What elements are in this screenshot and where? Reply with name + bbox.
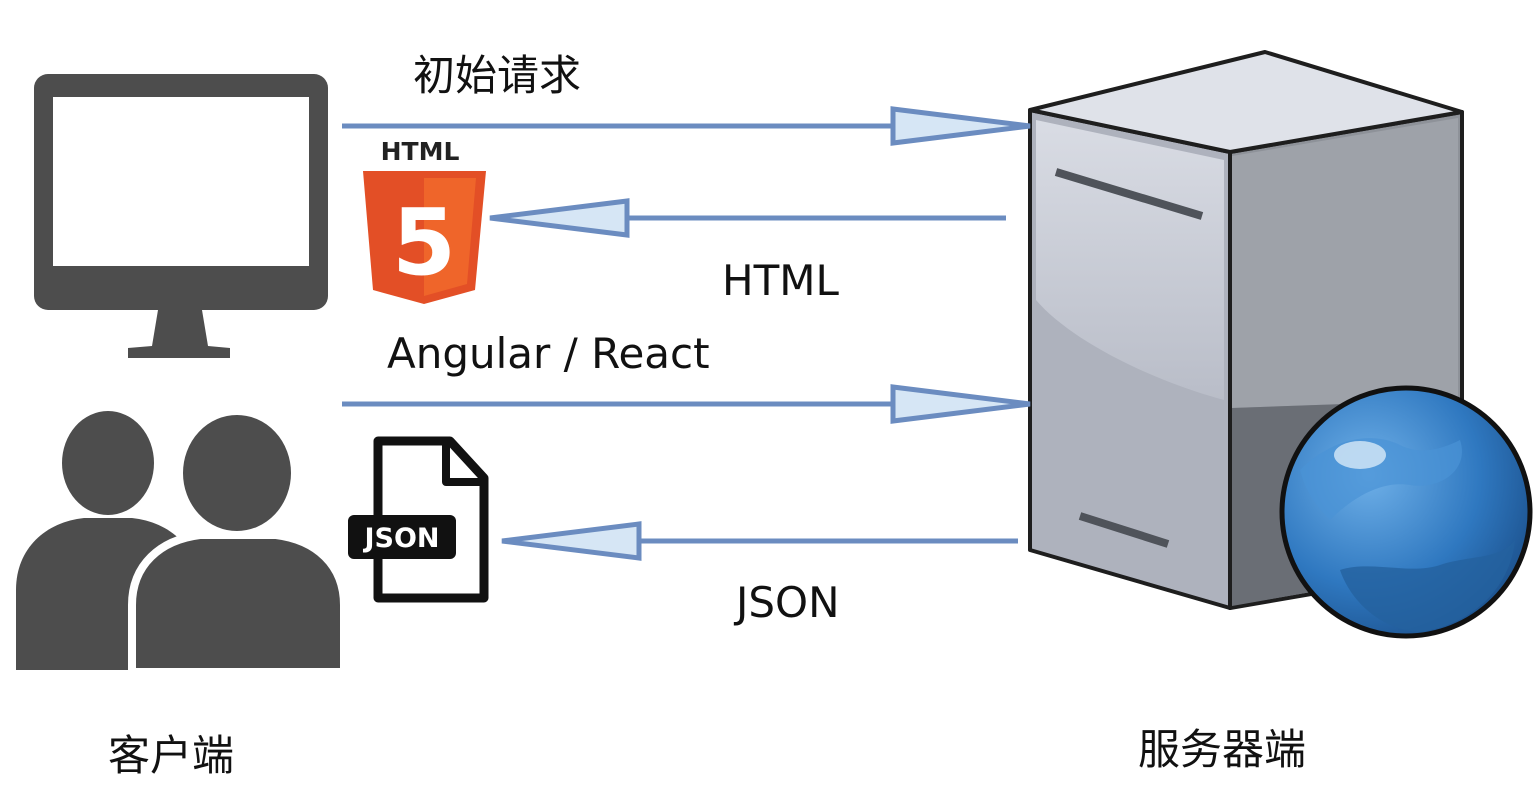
framework-label: Angular / React bbox=[387, 329, 710, 378]
api-request-arrow bbox=[342, 384, 1031, 424]
initial-request-label: 初始请求 bbox=[413, 51, 581, 100]
globe-icon bbox=[1279, 385, 1533, 639]
html-response-label: HTML bbox=[722, 256, 839, 305]
json-response-label: JSON bbox=[733, 578, 840, 627]
json-response-arrow bbox=[501, 521, 1018, 561]
request-arrow bbox=[342, 106, 1031, 146]
monitor-icon bbox=[34, 74, 328, 358]
html5-shield-digit: 5 bbox=[392, 189, 456, 296]
html5-icon: HTML 5 bbox=[363, 137, 486, 304]
json-file-icon: JSON bbox=[348, 436, 489, 603]
html-response-arrow bbox=[489, 198, 1006, 238]
client-label: 客户端 bbox=[108, 731, 234, 780]
server-label: 服务器端 bbox=[1138, 725, 1306, 774]
html5-badge-text: HTML bbox=[381, 137, 460, 166]
json-file-text: JSON bbox=[362, 523, 439, 554]
users-icon bbox=[16, 407, 348, 676]
